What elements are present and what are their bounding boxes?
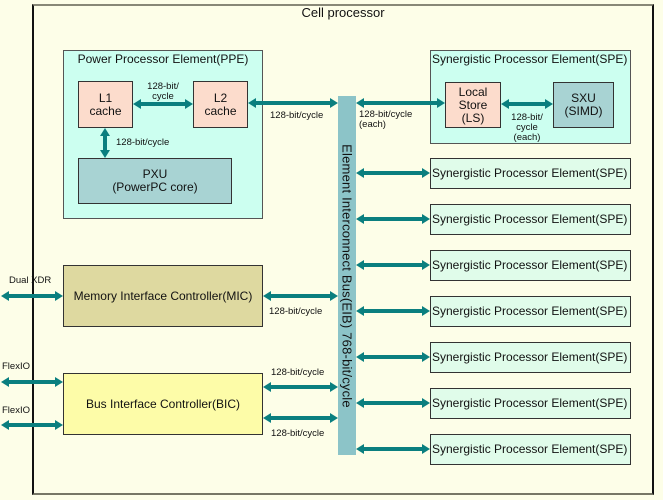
eib-spe-arrow [356,444,430,454]
l2-eib-bandwidth-label: 128-bit/cycle [270,110,324,121]
flexio-bic-arrow-1 [1,377,63,387]
eib-spe-arrow [356,306,430,316]
eib-spe-arrow [356,214,430,224]
flexio-label-1: FlexIO [2,361,30,372]
spe-label: Synergistic Processor Element(SPE) [432,258,628,272]
spe-box: Synergistic Processor Element(SPE) [430,296,631,327]
xdr-mic-arrow [1,291,63,301]
spe-detail-label: Synergistic Processor Element(SPE) [432,52,628,66]
pxu-line2: (PowerPC core) [112,180,198,194]
pxu-line1: PXU [142,167,168,181]
mic-label: Memory Interface Controller(MIC) [73,288,253,303]
l1-pxu-arrow [100,128,110,158]
diagram-title: Cell processor [301,5,385,20]
spe-box: Synergistic Processor Element(SPE) [430,342,631,373]
eib-ls-arrow [356,98,445,108]
spe-box: Synergistic Processor Element(SPE) [430,204,631,235]
dual-xdr-label: Dual XDR [9,275,52,286]
spe-label: Synergistic Processor Element(SPE) [432,212,628,226]
spe-label: Synergistic Processor Element(SPE) [432,350,628,364]
flexio-label-2: FlexIO [2,405,30,416]
element-interconnect-bus: Element Interconnect Bus(EIB) 768-bit/cy… [338,96,356,455]
mic-eib-arrow [263,291,338,301]
spe-box: Synergistic Processor Element(SPE) [430,434,631,465]
eib-spe-arrow [356,260,430,270]
eib-ls-bandwidth-label: 128-bit/cycle(each) [359,109,413,130]
l2-line1: L2 [213,90,228,105]
l1-line1: L1 [98,90,113,105]
bic-eib-arrow-2 [263,413,338,423]
eib-spe-arrow [356,398,430,408]
spe-label: Synergistic Processor Element(SPE) [432,442,628,456]
bic-label: Bus Interface Controller(BIC) [85,396,241,411]
l2-line2: cache [204,103,237,118]
ls-sxu-bandwidth-label: 128-bit/cycle(each) [511,112,543,143]
eib-spe-arrow [356,352,430,362]
spe-box: Synergistic Processor Element(SPE) [430,250,631,281]
memory-interface-controller: Memory Interface Controller(MIC) [63,265,263,327]
bic-eib-arrow-1 [263,382,338,392]
bic-bandwidth-label-2: 128-bit/cycle [271,428,325,439]
spe-label: Synergistic Processor Element(SPE) [432,304,628,318]
spe-label: Synergistic Processor Element(SPE) [432,396,628,410]
ppe-label: Power Processor Element(PPE) [77,52,249,66]
l2-eib-arrow [248,98,338,108]
bus-interface-controller: Bus Interface Controller(BIC) [63,373,263,435]
l1-pxu-bandwidth-label: 128-bit/cycle [116,137,170,148]
flexio-bic-arrow-2 [1,420,63,430]
sxu-simd: SXU(SIMD) [553,82,614,128]
spe-label: Synergistic Processor Element(SPE) [432,166,628,180]
l1-l2-arrow [133,99,193,109]
l1-line2: cache [89,103,122,118]
eib-spe-arrow [356,168,430,178]
pxu-core: PXU(PowerPC core) [78,158,232,204]
mic-bandwidth-label: 128-bit/cycle [269,306,323,317]
l1-l2-bandwidth-label: 128-bit/cycle [147,81,179,102]
spe-box: Synergistic Processor Element(SPE) [430,388,631,419]
ls-sxu-arrow [501,99,553,109]
spe-box: Synergistic Processor Element(SPE) [430,158,631,189]
bic-bandwidth-label-1: 128-bit/cycle [271,367,325,378]
